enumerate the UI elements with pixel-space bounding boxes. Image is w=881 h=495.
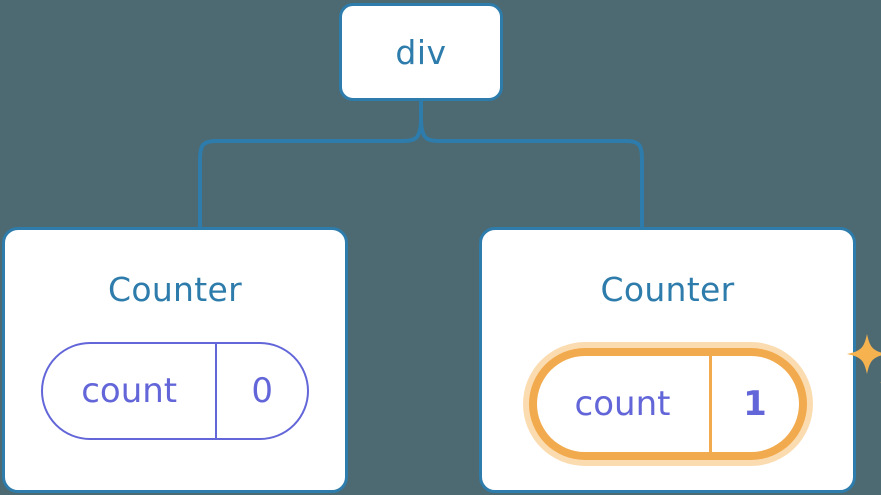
node-div[interactable]: div — [339, 3, 503, 101]
counter-right-state-wrap: count 1 — [522, 334, 881, 466]
counter-right-title: Counter — [600, 270, 735, 309]
state-pill-count-left[interactable]: count 0 — [41, 342, 309, 440]
state-key-left: count — [43, 344, 218, 438]
node-div-label: div — [395, 32, 447, 72]
state-value-right: 1 — [743, 384, 767, 424]
state-value-left: 0 — [251, 371, 273, 411]
node-counter-left[interactable]: Counter count 0 — [2, 227, 348, 493]
counter-left-title: Counter — [108, 270, 242, 309]
state-pill-count-right-ring: count 1 — [528, 348, 807, 460]
state-pill-count-right-glow: count 1 — [522, 342, 813, 466]
state-key-right: count — [537, 356, 712, 452]
state-pill-count-right[interactable]: count 1 — [536, 356, 799, 452]
counter-left-state-wrap: count 0 — [41, 342, 309, 440]
node-counter-right[interactable]: Counter count 1 — [479, 227, 881, 493]
edge-root-to-counter-left — [198, 116, 423, 230]
edge-root-to-counter-right — [419, 116, 644, 230]
